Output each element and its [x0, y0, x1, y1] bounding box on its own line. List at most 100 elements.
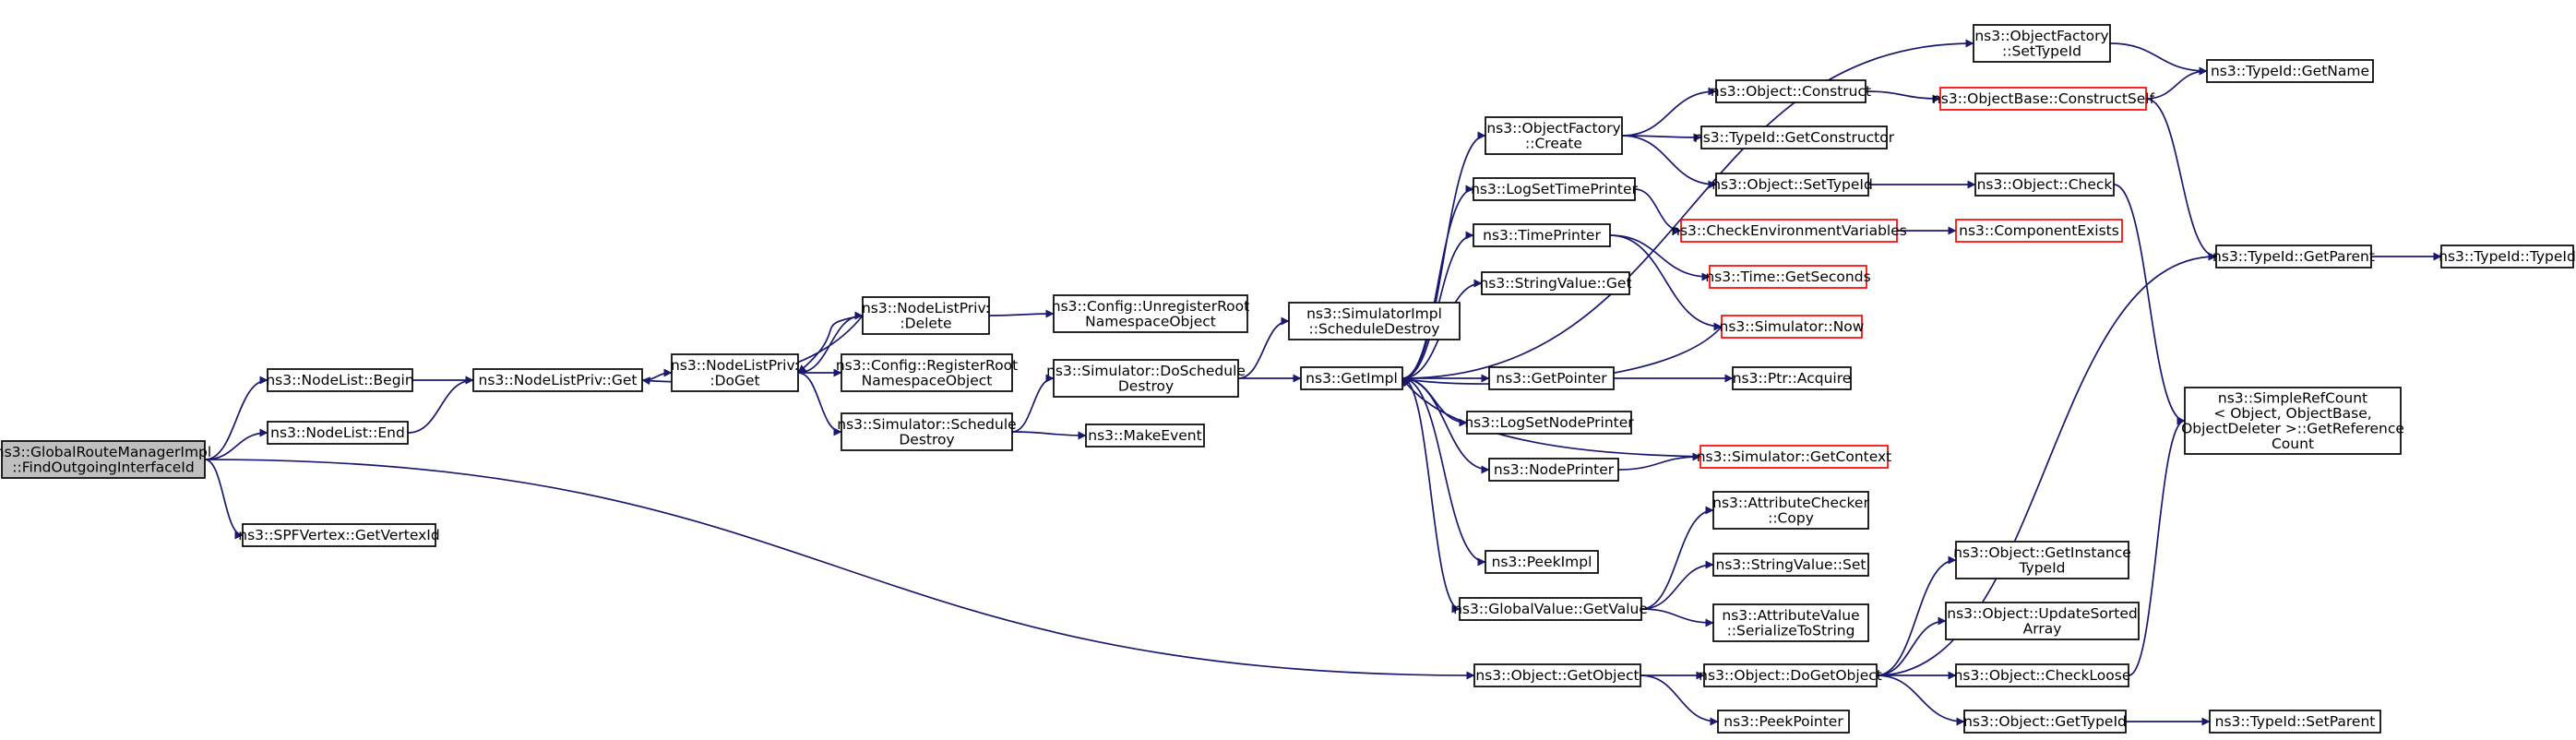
node-spf-getvertexid[interactable]: ns3::SPFVertex::GetVertexId: [238, 523, 440, 547]
node-box: [841, 412, 1013, 451]
edge-root-to-nl-begin: [204, 376, 268, 460]
node-box: [1466, 411, 1632, 435]
node-attrchecker-copy[interactable]: ns3::AttributeChecker::Copy: [1712, 491, 1869, 530]
node-label-line: ns3::TypeId::GetParent: [2212, 248, 2375, 265]
edge-globalvalue-getvalue-to-attrvalue-serialize: [1640, 608, 1714, 627]
node-object-checkloose[interactable]: ns3::Object::CheckLoose: [1954, 663, 2131, 687]
edges-layer: [204, 39, 2442, 726]
node-globalvalue-getvalue[interactable]: ns3::GlobalValue::GetValue: [1453, 597, 1648, 621]
node-getpointer[interactable]: ns3::GetPointer: [1488, 366, 1615, 390]
node-box: [1053, 294, 1248, 333]
node-objfactory-create[interactable]: ns3::ObjectFactory::Create: [1485, 116, 1623, 155]
node-peekimpl[interactable]: ns3::PeekImpl: [1485, 550, 1599, 574]
node-label-line: ns3::CheckEnvironmentVariables: [1671, 222, 1907, 239]
node-box: [2440, 245, 2574, 269]
node-label-line: ns3::ObjectFactory: [1486, 120, 1620, 137]
node-object-check[interactable]: ns3::Object::Check: [1974, 173, 2115, 197]
node-log-node-printer[interactable]: ns3::LogSetNodePrinter: [1464, 411, 1634, 435]
node-nlp-delete[interactable]: ns3::NodeListPriv::Delete: [862, 296, 990, 335]
node-object-construct[interactable]: ns3::Object::Construct: [1711, 79, 1871, 103]
node-simplerefcount[interactable]: ns3::SimpleRefCount< Object, ObjectBase,…: [2181, 387, 2404, 455]
edge-objfactory-create-to-object-settypeid: [1621, 135, 1717, 189]
node-box: [1712, 553, 1869, 577]
node-label-line: NamespaceObject: [862, 372, 993, 388]
node-label-line: ns3::ComponentExists: [1959, 222, 2119, 239]
node-cfg-unreg[interactable]: ns3::Config::UnregisterRootNamespaceObje…: [1052, 294, 1249, 333]
node-node-printer[interactable]: ns3::NodePrinter: [1488, 458, 1619, 482]
node-box: [267, 368, 413, 392]
node-object-getobject[interactable]: ns3::Object::GetObject: [1473, 663, 1641, 687]
node-box: [267, 421, 409, 445]
node-attrvalue-serialize[interactable]: ns3::AttributeValue::SerializeToString: [1712, 603, 1869, 642]
node-box: [1488, 458, 1619, 482]
node-box: [1712, 491, 1869, 530]
node-root[interactable]: ns3::GlobalRouteManagerImpl::FindOutgoin…: [0, 440, 211, 479]
node-box: [1973, 24, 2111, 63]
node-label-line: ns3::NodeList::Begin: [266, 372, 413, 388]
node-typeid-getconstructor[interactable]: ns3::TypeId::GetConstructor: [1694, 125, 1895, 149]
node-label-line: ns3::Object::UpdateSorted: [1947, 605, 2137, 622]
node-sim-getcontext[interactable]: ns3::Simulator::GetContext: [1697, 445, 1892, 469]
edge-root-to-object-getobject: [204, 459, 1475, 680]
node-label-line: ns3::GlobalRouteManagerImpl: [0, 444, 211, 460]
node-component-exists[interactable]: ns3::ComponentExists: [1955, 219, 2123, 243]
node-label-line: ns3::Object::GetObject: [1475, 667, 1639, 684]
node-stringvalue-get[interactable]: ns3::StringValue::Get: [1479, 271, 1632, 295]
node-stringvalue-set[interactable]: ns3::StringValue::Set: [1712, 553, 1869, 577]
node-simimpl-scheddestroy[interactable]: ns3::SimulatorImpl::ScheduleDestroy: [1288, 302, 1461, 340]
node-label-line: ns3::Simulator::Now: [1720, 318, 1865, 335]
node-box: [1703, 663, 1878, 687]
node-label-line: ns3::Object::CheckLoose: [1954, 667, 2131, 684]
node-label-line: Destroy: [1118, 377, 1174, 394]
edge-nlp-delete-to-nlp-doget: [797, 315, 864, 374]
node-label-line: ns3::TimePrinter: [1483, 227, 1601, 244]
node-nlp-doget[interactable]: ns3::NodeListPriv::DoGet: [671, 353, 799, 392]
node-typeid-typeid[interactable]: ns3::TypeId::TypeId: [2439, 245, 2576, 269]
edge-sim-schedule-destroy-to-make-event: [1011, 431, 1087, 440]
node-typeid-getparent[interactable]: ns3::TypeId::GetParent: [2212, 245, 2375, 269]
node-label-line: ns3::TypeId::TypeId: [2439, 248, 2576, 265]
node-typeid-getname[interactable]: ns3::TypeId::GetName: [2206, 59, 2374, 83]
node-time-getseconds[interactable]: ns3::Time::GetSeconds: [1705, 265, 1871, 289]
node-label-line: ns3::GetImpl: [1306, 370, 1398, 387]
node-check-env-vars[interactable]: ns3::CheckEnvironmentVariables: [1671, 219, 1907, 243]
node-label-line: :Delete: [900, 315, 951, 331]
node-label-line: ns3::SimpleRefCount: [2218, 389, 2367, 406]
node-box: [1955, 219, 2123, 243]
node-label-line: ns3::NodeListPriv:: [671, 357, 799, 374]
node-simulator-now[interactable]: ns3::Simulator::Now: [1720, 315, 1865, 339]
node-objbase-constructself[interactable]: ns3::ObjectBase::ConstructSelf: [1932, 87, 2155, 111]
node-object-dogetobject[interactable]: ns3::Object::DoGetObject: [1699, 663, 1882, 687]
node-peekpointer[interactable]: ns3::PeekPointer: [1717, 710, 1850, 734]
node-getimpl[interactable]: ns3::GetImpl: [1300, 366, 1403, 390]
edge-time-printer-to-simulator-now: [1609, 234, 1723, 331]
edge-objbase-constructself-to-typeid-getparent: [2145, 98, 2217, 261]
node-box: [1481, 271, 1630, 295]
edge-sim-schedule-destroy-to-sim-doschedule: [1011, 374, 1055, 433]
edge-getimpl-to-peekimpl: [1401, 377, 1486, 567]
node-sim-schedule-destroy[interactable]: ns3::Simulator::ScheduleDestroy: [837, 412, 1017, 451]
node-label-line: ns3::TypeId::GetConstructor: [1694, 129, 1895, 146]
node-object-settypeid[interactable]: ns3::Object::SetTypeId: [1711, 173, 1873, 197]
edge-objfactory-create-to-object-construct: [1621, 87, 1717, 137]
node-label-line: ::FindOutgoingInterfaceId: [12, 459, 194, 475]
node-typeid-setparent[interactable]: ns3::TypeId::SetParent: [2209, 710, 2381, 734]
node-nlp-get[interactable]: ns3::NodeListPriv::Get: [472, 368, 643, 392]
node-label-line: ns3::Config::RegisterRoot: [836, 357, 1018, 374]
node-make-event[interactable]: ns3::MakeEvent: [1085, 424, 1205, 448]
node-object-gettypeid[interactable]: ns3::Object::GetTypeId: [1963, 710, 2127, 734]
node-label-line: ::SetTypeId: [2002, 42, 2081, 59]
node-objfactory-settypeid[interactable]: ns3::ObjectFactory::SetTypeId: [1973, 24, 2111, 63]
node-label-line: ns3::LogSetNodePrinter: [1464, 414, 1634, 431]
node-log-time-printer[interactable]: ns3::LogSetTimePrinter: [1471, 177, 1639, 201]
node-nl-end[interactable]: ns3::NodeList::End: [267, 421, 409, 445]
edge-sim-doschedule-to-simimpl-scheddestroy: [1237, 316, 1290, 379]
node-time-printer[interactable]: ns3::TimePrinter: [1473, 223, 1611, 247]
edge-object-getobject-to-peekpointer: [1640, 674, 1719, 726]
node-ptr-acquire[interactable]: ns3::Ptr::Acquire: [1732, 366, 1852, 390]
node-nl-begin[interactable]: ns3::NodeList::Begin: [266, 368, 414, 392]
